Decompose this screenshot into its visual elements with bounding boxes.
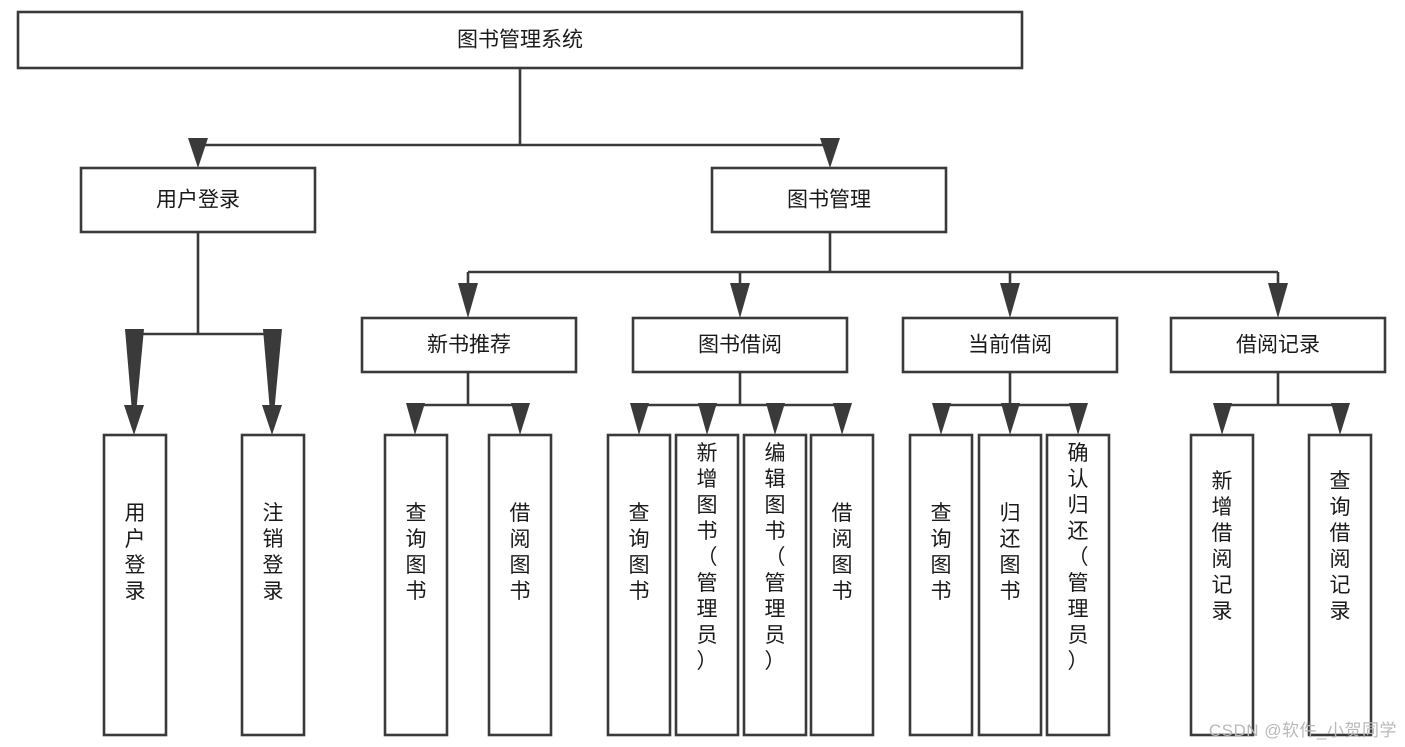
node-leaf4[interactable]: 借阅图书 bbox=[487, 433, 553, 737]
node-leaf13-label: 查询借阅记录 bbox=[1330, 470, 1351, 623]
node-leaf12[interactable]: 新增借阅记录 bbox=[1189, 433, 1255, 737]
node-borrow-box[interactable] bbox=[631, 316, 849, 374]
node-leaf7-label: 编辑图书（管理员） bbox=[765, 442, 786, 673]
node-records-label: 借阅记录 bbox=[1236, 334, 1320, 357]
node-login-label: 用户登录 bbox=[156, 189, 240, 212]
node-leaf8-box[interactable] bbox=[809, 433, 875, 737]
node-leaf11-label: 确认归还（管理员） bbox=[1068, 442, 1089, 673]
node-leaf6-label: 新增图书（管理员） bbox=[697, 442, 718, 673]
connector-group-records-to-leaves bbox=[1213, 372, 1350, 435]
arrow-head-to-current bbox=[1000, 283, 1020, 318]
csdn-watermark: CSDN @软件_小贺同学 bbox=[1208, 721, 1397, 740]
node-records[interactable]: 借阅记录 bbox=[1169, 316, 1387, 374]
node-leaf6-box[interactable] bbox=[674, 433, 740, 737]
connector-group-borrow-to-leaves bbox=[630, 372, 852, 435]
node-newbook-label: 新书推荐 bbox=[427, 334, 511, 357]
node-leaf9-box[interactable] bbox=[908, 433, 974, 737]
node-current[interactable]: 当前借阅 bbox=[901, 316, 1119, 374]
arrow-head-to-bookmgmt bbox=[820, 138, 840, 168]
node-bookmgmt-box[interactable] bbox=[710, 166, 948, 234]
arrow-head-tip-leaf2 bbox=[262, 405, 282, 435]
node-leaf9-label: 查询图书 bbox=[931, 502, 952, 603]
node-leaf7-box[interactable] bbox=[742, 433, 808, 737]
node-records-box[interactable] bbox=[1169, 316, 1387, 374]
node-root-label: 图书管理系统 bbox=[457, 29, 583, 52]
node-leaf7[interactable]: 编辑图书（管理员） bbox=[742, 433, 808, 737]
node-leaf2[interactable]: 注销登录 bbox=[240, 433, 306, 737]
arrow-head-tip-leaf1 bbox=[124, 405, 144, 435]
node-leaf4-box[interactable] bbox=[487, 433, 553, 737]
node-current-box[interactable] bbox=[901, 316, 1119, 374]
node-borrow-label: 图书借阅 bbox=[698, 334, 782, 357]
node-leaf8-label: 借阅图书 bbox=[832, 502, 853, 603]
arrow-head-to-leaf12 bbox=[1213, 403, 1232, 435]
node-leaf5-box[interactable] bbox=[606, 433, 672, 737]
node-leaf12-box[interactable] bbox=[1189, 433, 1255, 737]
connector-group-newbook-to-leaves bbox=[406, 372, 530, 435]
node-login-box[interactable] bbox=[79, 166, 317, 234]
arrow-head-to-leaf4 bbox=[511, 403, 530, 435]
arrow-head-to-leaf6 bbox=[698, 403, 717, 435]
node-leaf10[interactable]: 归还图书 bbox=[977, 433, 1043, 737]
node-leaf5-label: 查询图书 bbox=[629, 502, 650, 603]
node-leaf2-label: 注销登录 bbox=[263, 502, 284, 603]
node-leaf1[interactable]: 用户登录 bbox=[102, 433, 168, 737]
node-leaf1-label: 用户登录 bbox=[125, 502, 146, 603]
node-bookmgmt-label: 图书管理 bbox=[787, 189, 871, 212]
node-root[interactable]: 图书管理系统 bbox=[16, 10, 1024, 70]
arrow-head-to-leaf10 bbox=[1001, 403, 1020, 435]
connector-group-current-to-leaves bbox=[932, 372, 1088, 435]
node-current-label: 当前借阅 bbox=[968, 334, 1052, 357]
node-leaf10-label: 归还图书 bbox=[1000, 502, 1021, 603]
node-leaf2-box[interactable] bbox=[240, 433, 306, 737]
node-leaf11[interactable]: 确认归还（管理员） bbox=[1045, 433, 1111, 737]
node-leaf3-label: 查询图书 bbox=[406, 502, 427, 603]
node-newbook-box[interactable] bbox=[360, 316, 578, 374]
node-leaf5[interactable]: 查询图书 bbox=[606, 433, 672, 737]
node-leaf1-box[interactable] bbox=[102, 433, 168, 737]
node-leaf3-box[interactable] bbox=[383, 433, 449, 737]
connector-group-bookmgmt-to-level3 bbox=[458, 232, 1288, 318]
node-leaf13[interactable]: 查询借阅记录 bbox=[1307, 433, 1373, 737]
arrow-head-to-leaf13 bbox=[1331, 403, 1350, 435]
node-borrow[interactable]: 图书借阅 bbox=[631, 316, 849, 374]
arrow-head-to-records bbox=[1268, 283, 1288, 318]
arrow-head-to-leaf9 bbox=[932, 403, 951, 435]
node-leaf10-box[interactable] bbox=[977, 433, 1043, 737]
arrow-head-to-leaf8 bbox=[833, 403, 852, 435]
arrow-head-to-borrow bbox=[730, 283, 750, 318]
arrow-head-to-login bbox=[188, 138, 208, 168]
arrow-head-to-leaf3 bbox=[406, 403, 425, 435]
node-root-box[interactable] bbox=[16, 10, 1024, 70]
arrow-head-to-leaf7 bbox=[766, 403, 785, 435]
node-bookmgmt[interactable]: 图书管理 bbox=[710, 166, 948, 234]
arrow-head-to-leaf5 bbox=[630, 403, 649, 435]
node-leaf9[interactable]: 查询图书 bbox=[908, 433, 974, 737]
node-login[interactable]: 用户登录 bbox=[79, 166, 317, 234]
arrow-head-to-newbook bbox=[458, 283, 478, 318]
node-leaf8[interactable]: 借阅图书 bbox=[809, 433, 875, 737]
node-leaf12-label: 新增借阅记录 bbox=[1212, 470, 1233, 623]
arrow-head-to-leaf11 bbox=[1069, 403, 1088, 435]
node-leaf3[interactable]: 查询图书 bbox=[383, 433, 449, 737]
node-leaf11-box[interactable] bbox=[1045, 433, 1111, 737]
node-leaf6[interactable]: 新增图书（管理员） bbox=[674, 433, 740, 737]
node-newbook[interactable]: 新书推荐 bbox=[360, 316, 578, 374]
connector-group-root-to-level2 bbox=[188, 68, 840, 168]
node-leaf13-box[interactable] bbox=[1307, 433, 1373, 737]
node-leaf4-label: 借阅图书 bbox=[510, 502, 531, 603]
connector-group-login-to-leaves bbox=[124, 232, 282, 435]
